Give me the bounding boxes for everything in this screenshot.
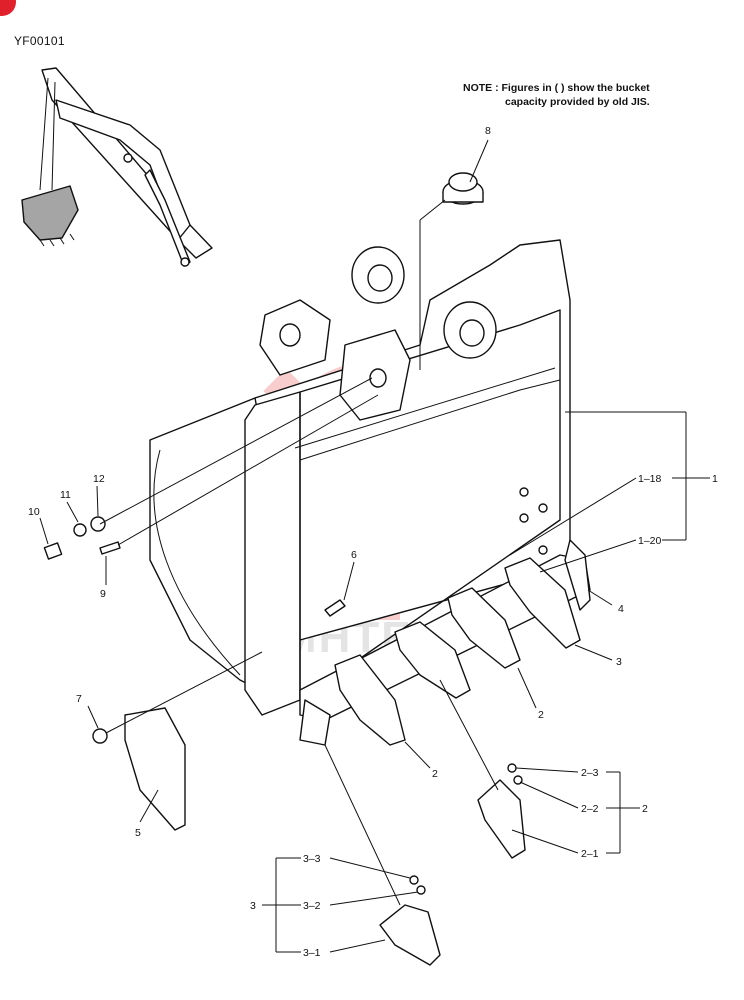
diagram-code: YF00101 <box>14 34 65 48</box>
note-line-2: capacity provided by old JIS. <box>505 96 650 108</box>
callout-3a: 3 <box>616 656 622 668</box>
pin-hardware-9-12 <box>43 516 121 560</box>
nut-part-7 <box>92 728 108 744</box>
exploded-tooth-3 <box>379 875 441 966</box>
callout-7: 7 <box>76 693 82 705</box>
leader-lines <box>39 139 710 953</box>
callout-2-3: 2–3 <box>581 767 599 779</box>
callout-3-1: 3–1 <box>303 947 321 959</box>
callout-11: 11 <box>60 489 71 501</box>
callout-2-2: 2–2 <box>581 803 599 815</box>
callout-5: 5 <box>135 827 141 839</box>
callout-1-20: 1–20 <box>638 535 662 547</box>
side-cutter-part-5 <box>124 707 186 831</box>
bucket-teeth <box>334 557 581 746</box>
note-line-1: NOTE : Figures in ( ) show the bucket <box>463 82 650 94</box>
callout-3-2: 3–2 <box>303 900 321 912</box>
bolt-part-6 <box>324 599 346 617</box>
callout-2-group: 2 <box>642 803 648 815</box>
callout-9: 9 <box>100 588 106 600</box>
callout-2b: 2 <box>432 768 438 780</box>
callout-labels: 8 12 11 10 9 6 7 5 1 1–18 1–20 4 3 2 2 2… <box>28 125 718 959</box>
exploded-tooth-2 <box>477 763 526 859</box>
callout-10: 10 <box>28 506 40 518</box>
callout-8: 8 <box>485 125 491 137</box>
callout-3-3: 3–3 <box>303 853 321 865</box>
callout-4: 4 <box>618 603 624 615</box>
callout-6: 6 <box>351 549 357 561</box>
callout-2a: 2 <box>538 709 544 721</box>
callout-1-18: 1–18 <box>638 473 662 485</box>
callout-2-1: 2–1 <box>581 848 599 860</box>
callout-1: 1 <box>712 473 718 485</box>
capacity-note: NOTE : Figures in ( ) show the bucket ca… <box>463 81 650 109</box>
callout-12: 12 <box>93 473 105 485</box>
excavator-arm-thumbnail <box>21 67 213 267</box>
callout-3-group: 3 <box>250 900 256 912</box>
pin-part-8 <box>442 172 484 205</box>
